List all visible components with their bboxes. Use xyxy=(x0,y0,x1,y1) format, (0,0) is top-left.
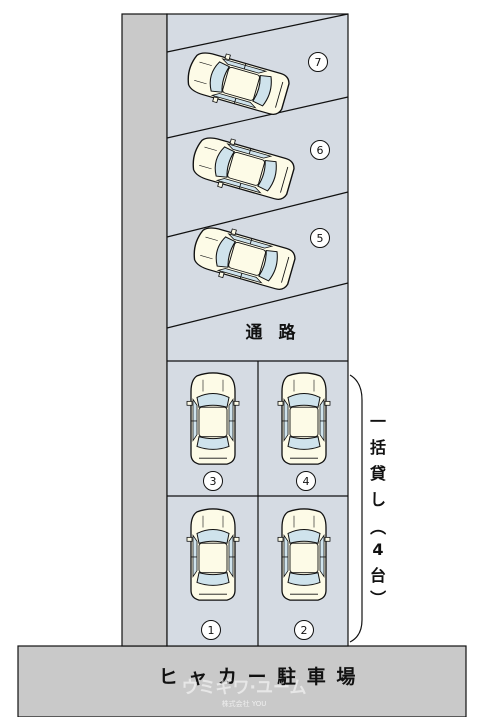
left-wall xyxy=(121,13,168,647)
svg-text:（: （ xyxy=(368,519,387,535)
svg-text:台: 台 xyxy=(370,566,386,585)
svg-text:5: 5 xyxy=(317,232,324,245)
angled-divider xyxy=(166,191,349,238)
svg-text:4: 4 xyxy=(303,475,310,488)
car-space-4 xyxy=(277,372,331,465)
svg-text:1: 1 xyxy=(208,624,215,637)
space-number-5: 5 xyxy=(310,228,330,248)
svg-text:7: 7 xyxy=(315,56,322,69)
bottom-road xyxy=(17,645,467,718)
space-number-1: 1 xyxy=(201,620,221,640)
car-space-1 xyxy=(186,508,240,601)
svg-text:一: 一 xyxy=(370,412,386,431)
svg-text:括: 括 xyxy=(370,438,386,457)
watermark: ウミギワ·ユーム 株式会社 YOU xyxy=(182,678,307,708)
space-number-3: 3 xyxy=(203,471,223,491)
svg-text:3: 3 xyxy=(210,475,217,488)
side-bracket xyxy=(349,374,363,643)
space-number-7: 7 xyxy=(308,52,328,72)
road-label: 通 路 xyxy=(246,322,301,343)
angled-divider xyxy=(166,96,349,139)
svg-text:2: 2 xyxy=(301,624,308,637)
angled-divider xyxy=(166,13,349,53)
svg-text:ウミギワ·ユーム: ウミギワ·ユーム xyxy=(182,678,307,698)
side-note: 一 括 貸 し （ 4 台 ） xyxy=(368,412,387,606)
svg-text:し: し xyxy=(370,490,386,509)
space-number-2: 2 xyxy=(294,620,314,640)
svg-text:貸: 貸 xyxy=(369,464,386,483)
angled-divider xyxy=(166,282,349,329)
svg-text:）: ） xyxy=(368,590,387,606)
svg-text:4: 4 xyxy=(372,540,383,559)
space-number-6: 6 xyxy=(310,140,330,160)
bottom-road-label: ヒ ャ カ ー 駐 車 場 xyxy=(159,665,358,688)
svg-text:株式会社 YOU: 株式会社 YOU xyxy=(222,699,267,708)
space-number-4: 4 xyxy=(296,471,316,491)
car-space-2 xyxy=(277,508,331,601)
svg-text:6: 6 xyxy=(317,144,324,157)
car-space-3 xyxy=(186,372,240,465)
